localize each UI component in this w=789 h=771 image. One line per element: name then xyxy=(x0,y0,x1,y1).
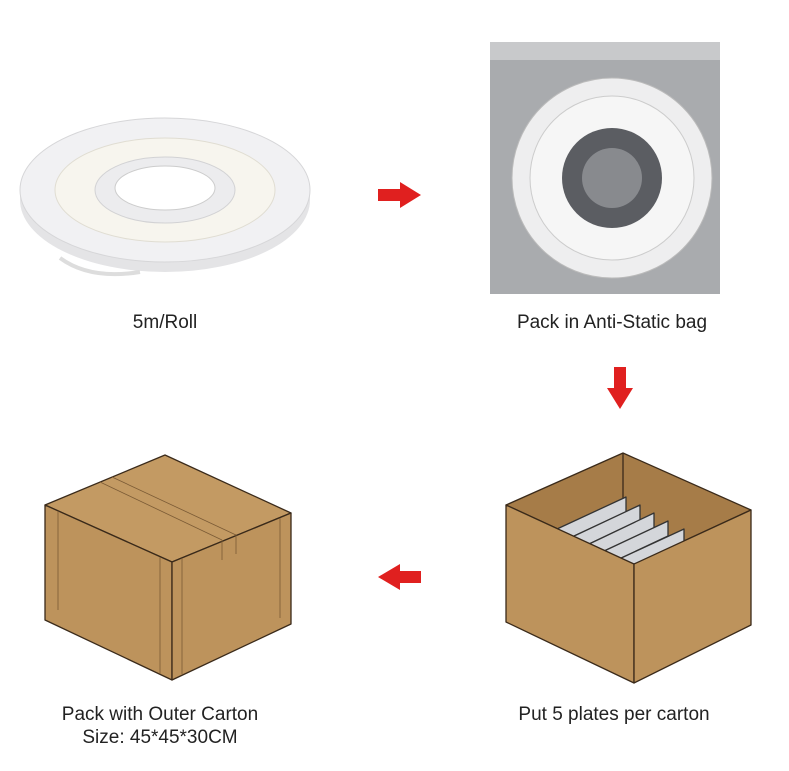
carton-size-caption: Size: 45*45*30CM xyxy=(82,727,238,748)
open-carton-image xyxy=(505,452,752,684)
step-2-caption: Pack in Anti-Static bag xyxy=(516,312,708,333)
arrow-down-icon xyxy=(607,367,633,409)
arrow-right-icon xyxy=(378,182,421,208)
anti-static-bag-image xyxy=(490,42,720,294)
led-strip-reel-image xyxy=(19,117,311,277)
arrow-left-icon xyxy=(378,564,421,590)
step-1-caption: 5m/Roll xyxy=(132,312,198,333)
step-3-caption: Put 5 plates per carton xyxy=(518,704,710,725)
closed-carton-image xyxy=(44,454,292,681)
step-4-caption: Pack with Outer Carton xyxy=(61,704,259,725)
